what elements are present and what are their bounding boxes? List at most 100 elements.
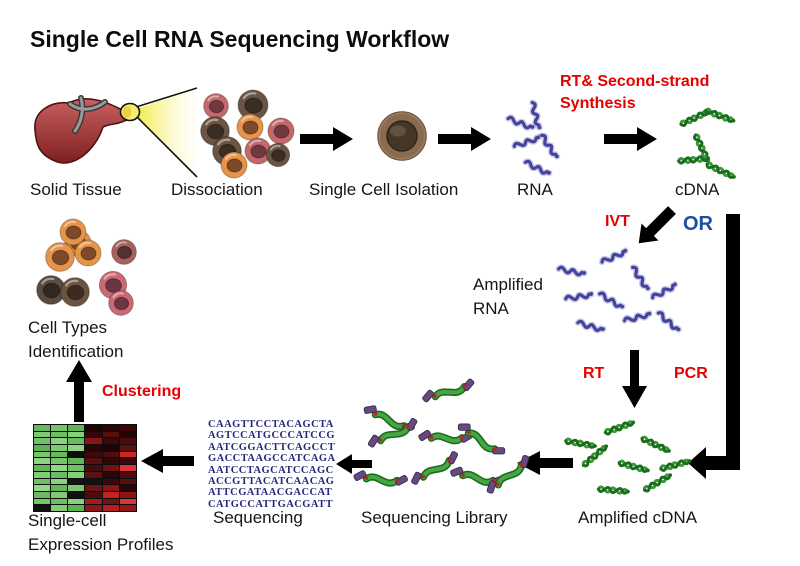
- heatmap-cell: [68, 431, 85, 438]
- heatmap-cell: [119, 471, 136, 478]
- heatmap-cell: [34, 505, 51, 511]
- heatmap-cell: [102, 445, 119, 451]
- arrow-isolation-to-rna: [438, 127, 491, 151]
- heatmap-cell: [119, 478, 136, 485]
- amplified-rna-squiggles-icon: [552, 246, 700, 342]
- heatmap-cell: [102, 491, 119, 498]
- label-cdna: cDNA: [675, 180, 720, 199]
- liver-vessels-icon: [67, 95, 108, 134]
- heatmap-cell: [51, 431, 68, 438]
- annotation-rt-second-strand-line2: Synthesis: [560, 95, 636, 112]
- heatmap-cell: [68, 498, 85, 505]
- sequencing-read: CATGCCATTGACGATT: [208, 498, 334, 510]
- annotation-or: OR: [683, 213, 713, 235]
- heatmap-cell: [85, 431, 102, 438]
- sequencing-read: CAAGTTCCTACAGCTA: [208, 419, 334, 430]
- label-cell-types: Cell Types Identification: [28, 316, 123, 364]
- heatmap-cell: [34, 438, 51, 445]
- heatmap-cell: [51, 425, 68, 431]
- heatmap-cell: [85, 451, 102, 458]
- label-expression-profiles-line2: Expression Profiles: [28, 535, 174, 554]
- arrow-ivt-diagonal: [638, 206, 676, 244]
- amplified-cdna-icon: [563, 418, 692, 496]
- arrow-pcr-elbow: [688, 214, 740, 479]
- heatmap-cell: [51, 485, 68, 491]
- heatmap-cell: [68, 465, 85, 471]
- heatmap-cell: [51, 471, 68, 478]
- heatmap-cell: [119, 425, 136, 431]
- label-sequencing-library: Sequencing Library: [361, 508, 508, 527]
- label-amplified-cdna: Amplified cDNA: [578, 508, 698, 527]
- heatmap-cell: [68, 445, 85, 451]
- heatmap-cell: [34, 458, 51, 465]
- cell-types-cluster-icon: [35, 218, 138, 317]
- heatmap-cell: [51, 445, 68, 451]
- heatmap-cell: [119, 498, 136, 505]
- sequencing-read: AATCGGACTTCAGCCT: [208, 441, 336, 453]
- heatmap-cell: [51, 458, 68, 465]
- heatmap-cell: [51, 498, 68, 505]
- heatmap-cell: [85, 498, 102, 505]
- heatmap-cell: [68, 438, 85, 445]
- heatmap-cell: [119, 438, 136, 445]
- heatmap-cell: [34, 431, 51, 438]
- arrow-rna-to-cdna: [604, 127, 657, 151]
- library-fragment-icon: [350, 384, 522, 512]
- heatmap-cell: [51, 451, 68, 458]
- heatmap-cell: [34, 471, 51, 478]
- heatmap-cell: [34, 445, 51, 451]
- sequencing-read: AGTCCATGCCCATCCG: [208, 430, 335, 442]
- heatmap-cell: [85, 485, 102, 491]
- heatmap-cell: [102, 498, 119, 505]
- heatmap-cell: [68, 451, 85, 458]
- heatmap-cell: [102, 471, 119, 478]
- heatmap-cell: [102, 458, 119, 465]
- label-amplified-rna-line1: Amplified: [473, 275, 543, 294]
- heatmap-cell: [102, 425, 119, 431]
- label-rna: RNA: [517, 180, 553, 199]
- annotation-rt-second-strand-line1: RT& Second-strand: [560, 73, 710, 90]
- annotation-pcr: PCR: [674, 365, 708, 382]
- arrow-rt-down: [622, 350, 647, 408]
- heatmap-cell: [85, 478, 102, 485]
- heatmap-cell: [51, 478, 68, 485]
- heatmap-cell: [119, 445, 136, 451]
- heatmap-cell: [51, 505, 68, 511]
- label-solid-tissue: Solid Tissue: [30, 180, 122, 199]
- page-title: Single Cell RNA Sequencing Workflow: [30, 26, 450, 52]
- annotation-rt-second-strand: RT& Second-strand Synthesis: [560, 71, 709, 115]
- annotation-ivt: IVT: [605, 213, 630, 230]
- heatmap-cell: [85, 471, 102, 478]
- sequencing-reads: CAAGTTCCTACAGCTA AGTCCATGCCCATCCG AATCGG…: [208, 419, 336, 510]
- arrow-clustering-up: [66, 360, 92, 422]
- heatmap-cell: [34, 491, 51, 498]
- heatmap-cell: [34, 485, 51, 491]
- label-cell-types-line2: Identification: [28, 342, 124, 361]
- label-sequencing: Sequencing: [213, 508, 303, 527]
- label-dissociation: Dissociation: [171, 180, 263, 199]
- heatmap-cell: [34, 425, 51, 431]
- label-cell-types-line1: Cell Types: [28, 318, 108, 337]
- heatmap-cell: [119, 491, 136, 498]
- heatmap-cell: [102, 465, 119, 471]
- label-expression-profiles-line1: Single-cell: [28, 511, 107, 530]
- heatmap-cell: [68, 425, 85, 431]
- heatmap-cell: [51, 465, 68, 471]
- sequencing-read: ATTCGATAACGACCAT: [208, 487, 333, 499]
- heatmap-cell: [102, 431, 119, 438]
- heatmap-cell: [68, 478, 85, 485]
- heatmap-cell: [34, 478, 51, 485]
- heatmap-grid: [33, 424, 137, 512]
- arrow-cdna-to-library: [517, 451, 573, 475]
- annotation-rt: RT: [583, 365, 605, 382]
- heatmap-cell: [102, 478, 119, 485]
- heatmap-cell: [68, 491, 85, 498]
- heatmap-cell: [85, 491, 102, 498]
- heatmap-cell: [68, 505, 85, 511]
- heatmap-cell: [51, 438, 68, 445]
- heatmap-cell: [102, 485, 119, 491]
- heatmap-cell: [34, 498, 51, 505]
- label-expression-profiles: Single-cell Expression Profiles: [28, 509, 174, 557]
- heatmap-cell: [119, 451, 136, 458]
